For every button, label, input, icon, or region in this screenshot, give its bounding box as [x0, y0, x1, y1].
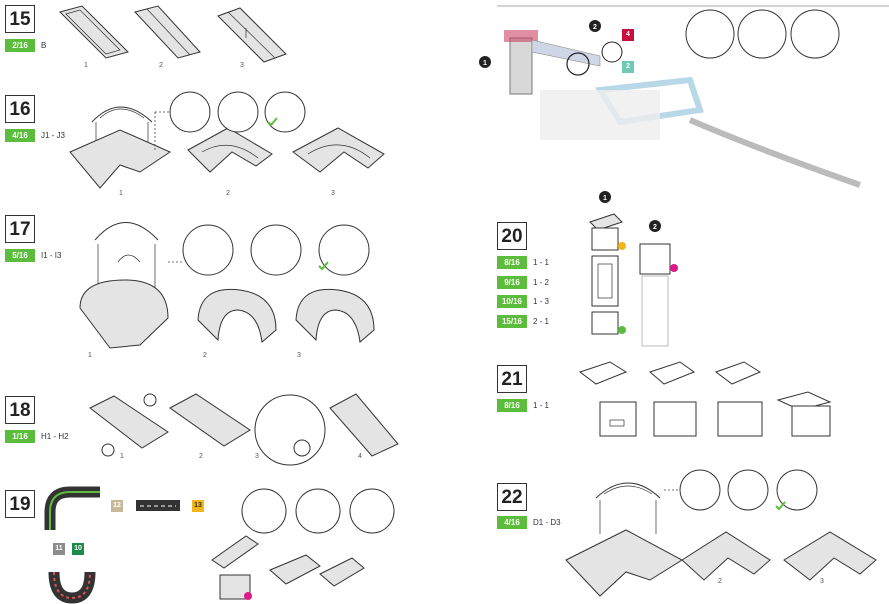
step-19-tag-11: 11 [53, 543, 65, 555]
step-19-zoom-3 [349, 488, 395, 534]
overview-illustration [497, 5, 889, 188]
step-20-code-2: 1 - 2 [533, 278, 550, 287]
step-22-zoom-3 [776, 469, 818, 511]
step-16-zoom-3 [264, 91, 306, 133]
step-17-zoom-3 [318, 224, 370, 276]
step-16-sub-2: 2 [226, 190, 230, 197]
step-16-sub-1: 1 [119, 190, 123, 197]
step-16-badge: 4/16 [5, 129, 35, 142]
step-18-sub-2: 2 [199, 453, 203, 460]
step-20-callout-2-label: 2 [653, 224, 657, 231]
step-18-sub-1: 1 [120, 453, 124, 460]
step-17-code: I1 - I3 [41, 251, 62, 260]
step-19-box-pieces [211, 535, 365, 600]
step-18-sub-4: 4 [358, 453, 362, 460]
step-16-piece-3 [292, 127, 385, 173]
step-20-badge-4: 15/16 [497, 315, 527, 328]
step-15-sub-2: 2 [159, 62, 163, 69]
step-22-piece-2 [681, 531, 771, 581]
step-18-zoom [254, 394, 326, 466]
step-22-badge: 4/16 [497, 516, 527, 529]
overview-callout-1-label: 1 [483, 60, 487, 67]
overview-callout-1 [479, 56, 491, 68]
step-18-ball [293, 439, 311, 457]
step-21-code: 1 - 1 [533, 401, 550, 410]
step-20-badge-3: 10/16 [497, 295, 527, 308]
overview-callout-2-label: 2 [593, 24, 597, 31]
step-22-sub-2: 2 [718, 578, 722, 585]
step-16-zoom-1 [169, 91, 211, 133]
step-20-number: 20 [497, 222, 527, 250]
step-20-tower [589, 213, 678, 347]
step-18-number: 18 [5, 396, 35, 424]
step-22-code: D1 - D3 [533, 518, 561, 527]
step-18-piece-2 [169, 393, 251, 447]
step-22-sub-3: 3 [820, 578, 824, 585]
step-17-piece-3 [295, 288, 375, 343]
step-16-piece-1 [69, 106, 172, 189]
check-icon [318, 261, 329, 271]
step-20-code-1: 1 - 1 [533, 258, 550, 267]
step-17-zoom-2 [250, 224, 302, 276]
step-16-sub-3: 3 [331, 190, 335, 197]
step-15-piece-1 [59, 5, 129, 59]
step-20-badge-1: 8/16 [497, 256, 527, 269]
step-15-piece-2 [134, 5, 201, 59]
step-20-code-3: 1 - 3 [533, 297, 550, 306]
step-16-code: J1 - J3 [41, 131, 66, 140]
overview-zoom-1 [685, 9, 735, 59]
overview-zoom-2 [737, 9, 787, 59]
step-18-sub-3: 3 [255, 453, 259, 460]
overview-zoom-3 [790, 9, 840, 59]
step-19-tag-13: 13 [192, 500, 204, 512]
step-17-sub-3: 3 [297, 352, 301, 359]
step-16-number: 16 [5, 95, 35, 123]
step-17-number: 17 [5, 215, 35, 243]
check-icon [267, 117, 278, 127]
step-15-number: 15 [5, 5, 35, 33]
step-18-piece-1 [89, 393, 169, 457]
step-17-sub-1: 1 [88, 352, 92, 359]
step-17-badge: 5/16 [5, 249, 35, 262]
step-21-boxes [578, 361, 832, 437]
step-18-code: H1 - H2 [41, 432, 69, 441]
step-20-callout-2 [649, 220, 661, 232]
step-17-zoom-1 [182, 224, 234, 276]
step-16-piece-2 [187, 127, 273, 173]
step-17-sub-2: 2 [203, 352, 207, 359]
overview-tag-2: 2 [622, 61, 634, 73]
check-icon [775, 501, 786, 511]
step-19-zoom-2 [295, 488, 341, 534]
step-20-badge-2: 9/16 [497, 276, 527, 289]
step-20-code-4: 2 - 1 [533, 317, 550, 326]
step-18-badge: 1/16 [5, 430, 35, 443]
step-20-callout-1 [599, 191, 611, 203]
step-21-badge: 8/16 [497, 399, 527, 412]
step-17-piece-2 [197, 288, 277, 343]
step-19-tag-12: 12 [111, 500, 123, 512]
step-19-zoom-1 [241, 488, 287, 534]
step-17-piece-1 [79, 222, 169, 349]
step-15-code: B [41, 41, 47, 50]
step-19-number: 19 [5, 490, 35, 518]
overview-callout-2 [589, 20, 601, 32]
step-19-tag-10: 10 [72, 543, 84, 555]
overview-tag-4: 4 [622, 29, 634, 41]
step-22-zoom-2 [727, 469, 769, 511]
step-22-number: 22 [497, 483, 527, 511]
step-22-piece-3 [783, 531, 877, 581]
step-22-zoom-1 [679, 469, 721, 511]
step-15-piece-3 [217, 7, 287, 63]
step-21-number: 21 [497, 365, 527, 393]
step-15-sub-1: 1 [84, 62, 88, 69]
step-22-piece-1 [565, 482, 683, 597]
step-18-piece-4 [329, 393, 399, 457]
step-15-sub-3: 3 [240, 62, 244, 69]
step-19-track-diagram [44, 486, 180, 604]
step-16-zoom-2 [217, 91, 259, 133]
step-20-callout-1-label: 1 [603, 195, 607, 202]
step-15-badge: 2/16 [5, 39, 35, 52]
